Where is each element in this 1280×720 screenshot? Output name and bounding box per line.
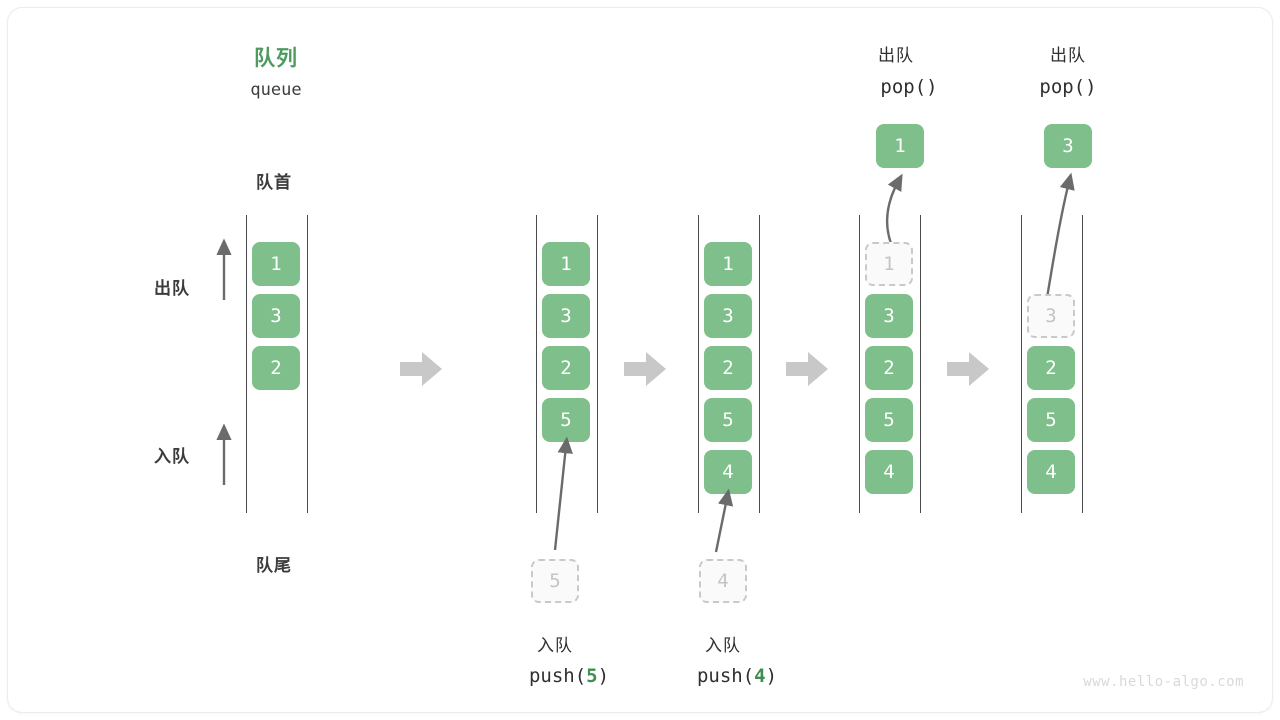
op-code-prefix: push(: [696, 665, 755, 687]
step-separator-arrow-icon: [400, 352, 442, 386]
rail-left: [246, 215, 247, 513]
operation-label-cn: 入队: [537, 636, 573, 656]
queue-cell: 2: [542, 346, 590, 390]
op-code-suffix: ): [765, 665, 778, 687]
queue-cell: 5: [865, 398, 913, 442]
diagram-card: 队列 queue 队首 队尾 出队 入队 1 3 2 1 3 2 5: [8, 8, 1272, 712]
queue-cell: 5: [542, 398, 590, 442]
popped-element: 1: [876, 124, 924, 168]
pop-arrow-icon: [1044, 172, 1075, 305]
queue-cell: 2: [1027, 346, 1075, 390]
operation-label-cn: 出队: [1050, 46, 1086, 66]
rail-right: [597, 215, 598, 513]
push-arrow-icon: [553, 436, 573, 551]
queue-cell: 4: [704, 450, 752, 494]
operation-label-code: pop(): [1039, 76, 1096, 98]
queue-cell: 2: [704, 346, 752, 390]
queue-cell-removed: 1: [865, 242, 913, 286]
queue-cell: 3: [542, 294, 590, 338]
rail-left: [1021, 215, 1022, 513]
rail-right: [307, 215, 308, 513]
op-code-value: 5: [586, 665, 598, 687]
push-input-token: 4: [699, 559, 747, 603]
watermark: www.hello-algo.com: [1083, 674, 1244, 690]
step-separator-arrow-icon: [786, 352, 828, 386]
queue-cell: 1: [704, 242, 752, 286]
op-code-suffix: ): [1085, 76, 1097, 98]
queue-cell: 5: [1027, 398, 1075, 442]
queue-cell: 3: [865, 294, 913, 338]
rail-right: [1082, 215, 1083, 513]
queue-cell: 4: [1027, 450, 1075, 494]
queue-cell: 2: [252, 346, 300, 390]
operation-label-code: push(4): [697, 665, 777, 687]
figure-title-en: queue: [250, 80, 302, 100]
enqueue-direction-arrow-icon: [216, 423, 232, 485]
operation-label-cn: 出队: [878, 46, 914, 66]
rail-right: [759, 215, 760, 513]
figure-title-cn: 队列: [254, 46, 298, 70]
dequeue-direction-arrow-icon: [216, 238, 232, 300]
rail-left: [536, 215, 537, 513]
front-label: 队首: [256, 173, 292, 193]
rail-right: [920, 215, 921, 513]
op-code-prefix: push(: [528, 665, 587, 687]
operation-label-cn: 入队: [705, 636, 741, 656]
queue-cell: 3: [252, 294, 300, 338]
popped-element: 3: [1044, 124, 1092, 168]
dequeue-side-label: 出队: [154, 279, 190, 299]
op-code-prefix: pop(: [1039, 76, 1086, 98]
operation-label-code: push(5): [529, 665, 609, 687]
rail-left: [698, 215, 699, 513]
queue-cell: 1: [542, 242, 590, 286]
queue-cell: 1: [252, 242, 300, 286]
op-code-prefix: pop(: [880, 76, 927, 98]
pop-arrow-icon: [886, 173, 903, 247]
step-separator-arrow-icon: [624, 352, 666, 386]
rear-label: 队尾: [256, 556, 292, 576]
queue-cell: 3: [704, 294, 752, 338]
queue-cell-removed: 3: [1027, 294, 1075, 338]
enqueue-side-label: 入队: [154, 447, 190, 467]
step-separator-arrow-icon: [947, 352, 989, 386]
operation-label-code: pop(): [880, 76, 937, 98]
push-input-token: 5: [531, 559, 579, 603]
queue-cell: 4: [865, 450, 913, 494]
op-code-value: 4: [754, 665, 766, 687]
op-code-suffix: ): [597, 665, 610, 687]
queue-cell: 2: [865, 346, 913, 390]
push-arrow-icon: [714, 488, 734, 553]
queue-cell: 5: [704, 398, 752, 442]
op-code-suffix: ): [926, 76, 938, 98]
rail-left: [859, 215, 860, 513]
